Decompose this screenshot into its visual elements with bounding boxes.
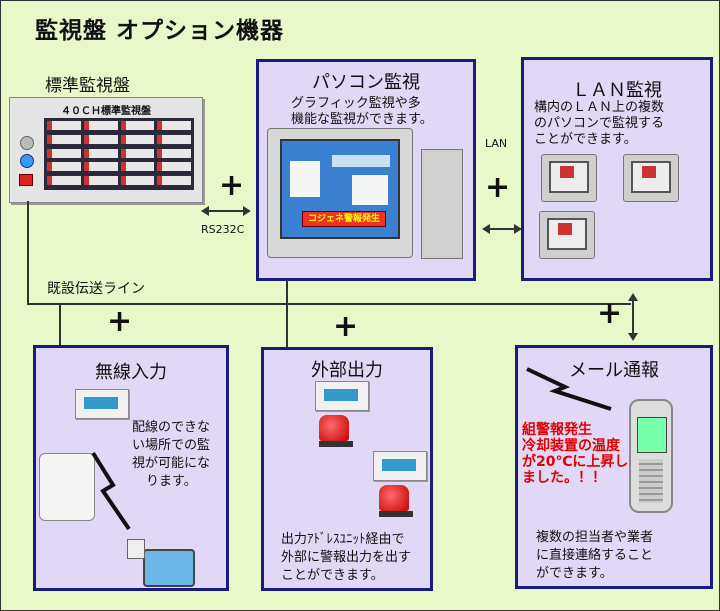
pc-monitor-image: コジェネ警報発生 (267, 128, 413, 258)
external-output-desc-3: ことができます。 (281, 568, 384, 583)
panel-channel-grid (44, 118, 194, 190)
pc-monitor-title: パソコン監視 (312, 72, 420, 93)
rs232c-label: RS232C (201, 223, 245, 236)
lan-pc-1-image (541, 154, 597, 202)
wireless-input-title: 無線入力 (95, 362, 167, 383)
panel-heading: ４０ＣＨ標準監視盤 (61, 106, 151, 117)
alarm-lamp-1-icon (319, 415, 353, 447)
external-output-desc-2: 外部に警報出力を出す (281, 550, 412, 565)
mail-notify-title: メール通報 (569, 360, 659, 381)
output-unit-1-image (315, 381, 369, 411)
plus-output: + (333, 309, 359, 344)
plus-wireless: + (107, 304, 133, 339)
mail-desc-2: に直接連絡すること (536, 548, 654, 563)
lan-pc-2-image (623, 154, 679, 202)
mail-alert-2: 冷却装置の温度 (522, 438, 620, 454)
lan-monitor-desc-1: 構内のＬＡＮ上の複数 (534, 100, 665, 115)
mail-desc-1: 複数の担当者や業者 (536, 530, 654, 545)
screen-alarm-text: コジェネ警報発生 (307, 214, 380, 224)
wireless-receiver-image (75, 389, 129, 419)
external-output-title: 外部出力 (311, 360, 383, 381)
pc-monitor-desc-2: 機能な監視ができます。 (291, 112, 433, 127)
existing-line-label: 既設伝送ライン (47, 281, 145, 297)
panel-alarm-button-icon (19, 174, 33, 186)
screen-alarm-banner: コジェネ警報発生 (302, 211, 386, 227)
standard-panel-label: 標準監視盤 (45, 76, 130, 96)
pc-tower-image (421, 149, 463, 259)
line-transmission (27, 303, 631, 305)
line-vertical-left (27, 201, 29, 303)
plus-pc: + (219, 168, 245, 203)
wireless-desc-4: ります。 (146, 474, 197, 489)
wireless-desc-2: い場所での監 (132, 438, 211, 453)
panel-indicator-icon (20, 154, 34, 168)
lan-monitor-desc-3: ことができます。 (534, 132, 637, 147)
lan-monitor-title: ＬＡＮ監視 (572, 80, 662, 101)
lan-arrow-icon (482, 224, 522, 234)
plus-lan: + (485, 170, 511, 205)
monitor-screen: コジェネ警報発生 (280, 139, 400, 239)
output-unit-2-image (373, 451, 427, 481)
standard-panel-image: ４０ＣＨ標準監視盤 (9, 97, 203, 203)
lan-label: LAN (485, 137, 508, 150)
mail-arrow-icon (628, 293, 638, 341)
pc-monitor-desc-1: グラフィック監視や多 (291, 96, 421, 111)
mail-notify-box: メール通報 複数の担当者や業者 に直接連絡すること ができます。 (515, 345, 713, 589)
wireless-sensor-image (39, 453, 95, 521)
wireless-signal-icon (91, 451, 131, 531)
mail-signal-icon (526, 367, 612, 411)
external-output-desc-1: 出力ｱﾄﾞﾚｽﾕﾆｯﾄ経由で (281, 532, 405, 547)
rs232c-arrow-icon (201, 206, 251, 216)
mail-desc-3: ができます。 (536, 566, 613, 581)
tank-sensor-image (123, 535, 195, 587)
panel-knob-icon (20, 136, 34, 150)
mobile-phone-image (629, 399, 673, 513)
mail-alert-1: 組警報発生 (522, 422, 592, 438)
wireless-desc-1: 配線のできな (132, 420, 211, 435)
wireless-desc-3: 視が可能にな (132, 456, 211, 471)
lan-pc-3-image (539, 211, 595, 259)
mail-alert-4: ました。！！ (522, 470, 606, 486)
plus-mail: + (597, 296, 623, 331)
page-title: 監視盤 オプション機器 (35, 18, 285, 44)
alarm-lamp-2-icon (379, 485, 413, 517)
mail-alert-3: が20℃に上昇し (522, 454, 629, 470)
lan-monitor-desc-2: のパソコンで監視する (534, 116, 665, 131)
